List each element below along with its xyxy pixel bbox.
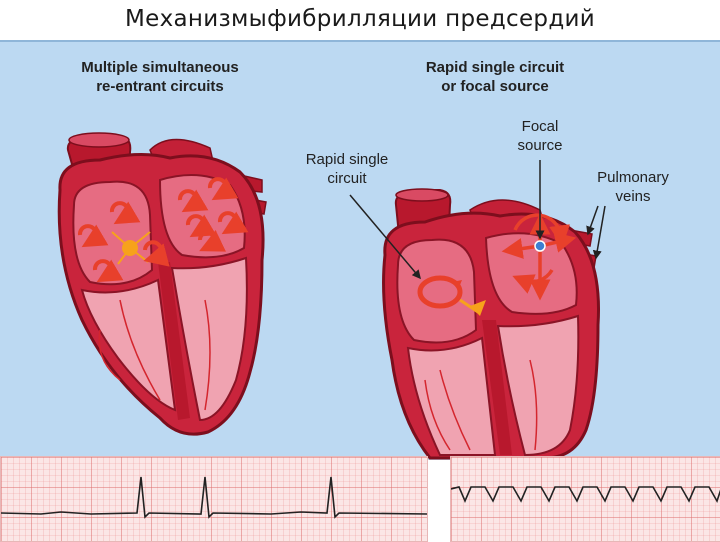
left-impulse (111, 231, 151, 265)
right-heading: Rapid single circuit or focal source (395, 58, 595, 96)
ecg-trace-left (1, 457, 427, 541)
left-heart (57, 132, 267, 436)
left-reentrant-arrows (77, 177, 249, 283)
leader-lines (349, 160, 606, 280)
focal-dot (534, 240, 546, 252)
left-heading-line2: re-entrant circuits (96, 78, 224, 95)
ecg-strip-left (0, 456, 428, 542)
pulmonary-veins-label: Pulmonary veins (597, 169, 669, 205)
right-heading-line2: or focal source (441, 78, 549, 95)
rapid-single-circuit (417, 275, 486, 316)
right-heart (382, 188, 600, 460)
ecg-trace-right (451, 457, 720, 541)
left-heading-line1: Multiple simultaneous (81, 59, 239, 76)
rapid-circuit-label: Rapid single circuit (305, 151, 389, 187)
left-heading: Multiple simultaneous re-entrant circuit… (60, 58, 260, 96)
slide-title: Механизмыфибрилляции предсердий (124, 6, 596, 32)
focal-source-label: Focal source (517, 118, 563, 154)
ecg-strip-right (450, 456, 720, 542)
right-heading-line1: Rapid single circuit (425, 59, 565, 76)
